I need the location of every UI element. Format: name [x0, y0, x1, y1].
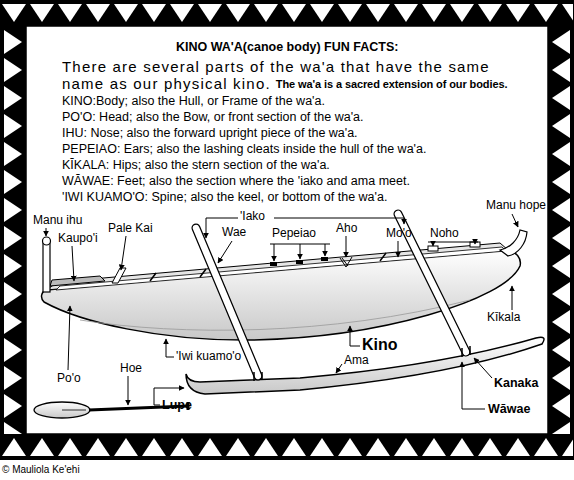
- part-label: Kaupo'i: [58, 232, 98, 246]
- part-label: Pepeiao: [272, 227, 316, 241]
- part-label: Wāwae: [488, 402, 530, 416]
- bow-deck: [50, 276, 105, 286]
- paddle-blade: [34, 402, 90, 418]
- part-label: Noho: [430, 227, 459, 241]
- paddle-rib: [62, 410, 86, 411]
- fact-line: WĀWAE: Feet; also the section where the …: [62, 174, 410, 188]
- leader-line: [346, 236, 347, 257]
- fact-line: KINO:Body; also the Hull, or Frame of th…: [62, 94, 325, 108]
- leader-line: [274, 244, 275, 261]
- part-label: Kino: [362, 336, 398, 354]
- part-label: 'Iwi kuamo'o: [176, 350, 241, 364]
- stanchion: [461, 348, 463, 357]
- part-label: Kīkala: [487, 311, 520, 325]
- copyright: © Mauliola Ke'ehi: [2, 464, 80, 476]
- part-label: Hoe: [120, 362, 142, 376]
- lashing-rope: [340, 257, 352, 267]
- leader-line: [462, 362, 485, 409]
- bow-post: [43, 242, 50, 292]
- leader-line: [474, 358, 492, 378]
- seat: [470, 242, 480, 247]
- leader-line: [218, 241, 232, 263]
- splash-guard: [112, 268, 126, 283]
- leader-line: [128, 376, 129, 405]
- part-label: Ama: [344, 354, 369, 368]
- part-label: Aho: [336, 222, 357, 236]
- leader-line: [433, 242, 434, 246]
- fact-line: IHU: Nose; also the forward upright piec…: [62, 126, 358, 140]
- leader-line: [300, 244, 301, 259]
- stern-piece: [500, 230, 527, 256]
- part-label: Wae: [222, 226, 246, 240]
- border-band: [0, 434, 574, 460]
- border-line: [26, 26, 548, 434]
- part-label: 'Iako: [240, 210, 265, 224]
- leader-lines: [46, 214, 518, 409]
- part-label: Lupe: [162, 398, 192, 412]
- leader-line: [166, 339, 174, 357]
- part-label: Manu hope: [486, 199, 546, 213]
- hull-interior: [46, 243, 508, 290]
- bracket: [428, 242, 478, 243]
- leader-line: [512, 286, 513, 310]
- lashing-cleat: [296, 260, 303, 264]
- intro-emphasis: The wa'a is a sacred extension of our bo…: [276, 78, 508, 91]
- stanchion: [469, 346, 471, 355]
- border-line: [1, 1, 574, 460]
- leader-line: [512, 214, 518, 227]
- stanchion: [261, 372, 263, 380]
- part-label: Pale Kai: [108, 222, 153, 236]
- fact-line: PEPEIAO: Ears; also the lashing cleats i…: [62, 142, 426, 156]
- leader-line: [350, 326, 360, 346]
- thwart: [200, 269, 206, 277]
- hull-shading: [80, 300, 470, 330]
- part-label: Manu ihu: [33, 214, 82, 228]
- fact-line: 'IWI KUAMO'O: Spine; also the keel, or b…: [62, 190, 387, 204]
- leader-line: [475, 242, 476, 244]
- border-band: [548, 26, 574, 434]
- fact-line: KĪKALA: Hips; also the stern section of …: [62, 158, 330, 172]
- seat: [428, 246, 438, 251]
- leader-line: [121, 236, 126, 270]
- part-label: Po'o: [57, 372, 81, 386]
- part-label: Kanaka: [494, 376, 538, 390]
- thwart: [380, 253, 386, 261]
- diagram-title: KINO WA'A(canoe body) FUN FACTS:: [176, 40, 398, 54]
- leader-line: [46, 228, 47, 236]
- lashing-cleat: [321, 257, 328, 261]
- thwart: [150, 273, 156, 281]
- leader-line: [72, 246, 74, 281]
- leader-line: [398, 241, 399, 257]
- border-band: [0, 0, 574, 26]
- bow-post-knob: [43, 237, 51, 245]
- border-band: [0, 26, 26, 434]
- fact-line: PO'O: Head; also the Bow, or front secti…: [62, 110, 363, 124]
- stanchion: [253, 372, 255, 381]
- leader-line: [325, 244, 326, 256]
- part-label: Mo'o: [386, 227, 412, 241]
- leader-line: [336, 364, 342, 373]
- leader-line: [68, 306, 70, 370]
- lashing-cleat: [270, 262, 277, 266]
